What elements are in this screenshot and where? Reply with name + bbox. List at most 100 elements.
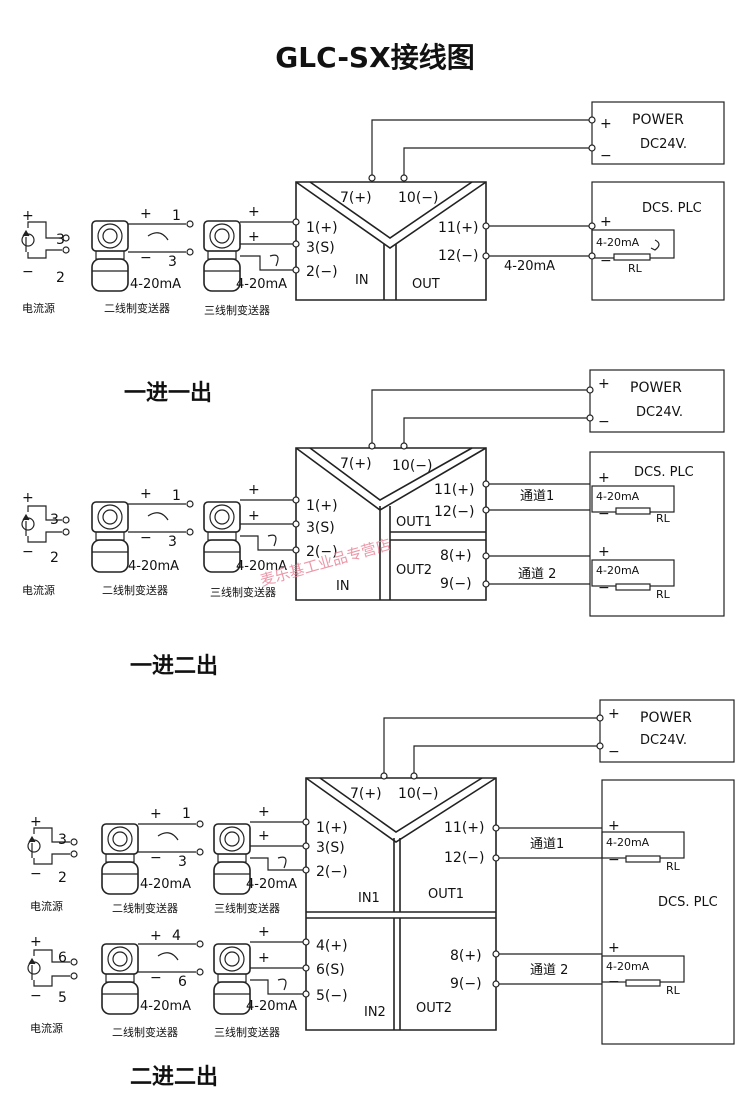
d3-tx2a-n1: 1 (182, 806, 191, 822)
dcs-rl: RL (628, 262, 643, 275)
dcs-minus: − (600, 253, 612, 269)
cs-n2: 2 (56, 270, 65, 286)
d3-cs1-minus: − (30, 866, 42, 882)
tx3-range: 4-20mA (236, 277, 287, 292)
d2-term-12: 12(−) (434, 504, 474, 520)
out-label: OUT (412, 277, 440, 292)
d2-cs-plus: + (22, 490, 34, 506)
d3-channel2: 通道 2 (530, 963, 568, 978)
d3-tx2b-n4: 4 (172, 928, 181, 944)
dcs-label: DCS. PLC (642, 201, 702, 216)
power-label-3: POWER (640, 710, 692, 726)
d3-range2: 4-20mA (606, 960, 650, 973)
d3-term-3s: 3(S) (316, 840, 345, 856)
dcs-box-3 (601, 779, 735, 1045)
d2-channel1: 通道1 (520, 489, 554, 504)
d3-term-2: 2(−) (316, 864, 348, 880)
d3-tx3b-plus1: + (258, 924, 270, 940)
d3-term-6s: 6(S) (316, 962, 345, 978)
term-10: 10(−) (398, 190, 438, 206)
d3-cs2-n5: 5 (58, 990, 67, 1006)
d2-two-wire: 二线制变送器 (102, 583, 168, 597)
module-3 (305, 777, 497, 1031)
d3-term-4: 4(+) (316, 938, 348, 954)
d3-term-9: 9(−) (450, 976, 482, 992)
tx3-plus2: + (248, 229, 260, 245)
in-label: IN (355, 273, 369, 288)
d3-term-10: 10(−) (398, 786, 438, 802)
d2-term-9: 9(−) (440, 576, 472, 592)
d2-channel2: 通道 2 (518, 567, 556, 582)
dcs-label-3: DCS. PLC (658, 895, 718, 910)
caption-one-in-one-out: 一进一出 (124, 381, 212, 406)
d2-range2: 4-20mA (596, 564, 640, 577)
d3-tx3a-range: 4-20mA (246, 877, 297, 892)
d3-tx2b-n6: 6 (178, 974, 187, 990)
term-12: 12(−) (438, 248, 478, 264)
tx2-n3: 3 (168, 254, 177, 270)
d2-minus2: − (598, 580, 610, 596)
d2-tx3-plus2: + (248, 508, 260, 524)
power-box-2 (589, 369, 725, 433)
diagram-3: POWER DC24V. + − DCS. PLC + − 4-20mA RL … (27, 699, 735, 1045)
tx3-plus1: + (248, 204, 260, 220)
d2-cs-minus: − (22, 544, 34, 560)
three-wire-label: 三线制变送器 (204, 303, 270, 317)
p2-minus: − (598, 414, 610, 430)
out-range: 4-20mA (504, 259, 555, 274)
p2-plus: + (598, 376, 610, 392)
d3-minus1: − (608, 852, 620, 868)
power-minus: − (600, 148, 612, 164)
d2-term-11: 11(+) (434, 482, 474, 498)
d3-channel1: 通道1 (530, 837, 564, 852)
d2-term-1: 1(+) (306, 498, 338, 514)
term-1: 1(+) (306, 220, 338, 236)
d3-tx2b-range: 4-20mA (140, 999, 191, 1014)
power-plus: + (600, 116, 612, 132)
d3-tx3b-plus2: + (258, 950, 270, 966)
tx2-minus: − (140, 250, 152, 266)
power-box (591, 101, 725, 165)
d3-tx3a-plus1: + (258, 804, 270, 820)
d2-cs-n2: 2 (50, 550, 59, 566)
d2-tx2-n1: 1 (172, 488, 181, 504)
caption-two-in-two-out: 二进二出 (130, 1065, 218, 1090)
d2-three-wire: 三线制变送器 (210, 585, 276, 599)
d3-cs1-n2: 2 (58, 870, 67, 886)
d3-two-wire-2: 二线制变送器 (112, 1025, 178, 1039)
diagram-1: POWER DC24V. + − DCS. PLC + − 4-20mA RL … (21, 101, 725, 317)
d3-cs2-n6: 6 (58, 950, 67, 966)
d3-tx2a-n3: 3 (178, 854, 187, 870)
tx2-plus: + (140, 206, 152, 222)
d3-term-12: 12(−) (444, 850, 484, 866)
d2-term-7: 7(+) (340, 456, 372, 472)
tx2-n1: 1 (172, 208, 181, 224)
d3-plus2: + (608, 940, 620, 956)
d2-tx3-range: 4-20mA (236, 559, 287, 574)
d3-two-wire-1: 二线制变送器 (112, 901, 178, 915)
d3-tx3a-plus2: + (258, 828, 270, 844)
dcs-label-2: DCS. PLC (634, 465, 694, 480)
dc24v-label-2: DC24V. (636, 405, 683, 420)
dc24v-label-3: DC24V. (640, 733, 687, 748)
d3-cs1-n3: 3 (58, 832, 67, 848)
d2-tx2-n3: 3 (168, 534, 177, 550)
d2-term-2: 2(−) (306, 544, 338, 560)
diagram-2: POWER DC24V. + − DCS. PLC + − 4-20mA RL … (21, 369, 725, 617)
d2-plus1: + (598, 470, 610, 486)
d3-term-8: 8(+) (450, 948, 482, 964)
d3-tx2a-minus: − (150, 850, 162, 866)
power-label-2: POWER (630, 380, 682, 396)
d2-rl1: RL (656, 512, 671, 525)
d3-term-5: 5(−) (316, 988, 348, 1004)
d3-range1: 4-20mA (606, 836, 650, 849)
power-box-3 (599, 699, 735, 763)
d3-three-wire-2: 三线制变送器 (214, 1025, 280, 1039)
d2-plus2: + (598, 544, 610, 560)
d2-tx3-plus1: + (248, 482, 260, 498)
cs-n3: 3 (56, 232, 65, 248)
d3-tx2b-plus: + (150, 928, 162, 944)
power-label: POWER (632, 112, 684, 128)
term-2: 2(−) (306, 264, 338, 280)
d2-in: IN (336, 579, 350, 594)
